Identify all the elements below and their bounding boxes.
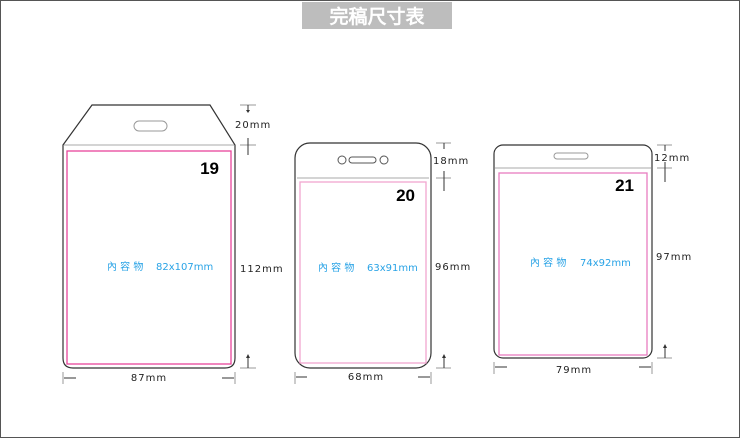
width-label: 68mm xyxy=(348,372,384,383)
holder-outline xyxy=(294,142,432,369)
badge-holder-19: 19 內 容 物 82x107mm 20mm 112mm 87mm xyxy=(62,104,284,384)
header-height-label: 18mm xyxy=(433,156,469,167)
page-title: 完稿尺寸表 xyxy=(329,5,425,28)
content-size: 82x107mm xyxy=(156,262,213,273)
dimension-arrows xyxy=(62,104,256,384)
lanyard-slot xyxy=(553,152,589,160)
body-height-label: 96mm xyxy=(435,262,471,273)
body-height-label: 97mm xyxy=(656,252,692,263)
badge-holder-20: 20 內 容 物 63x91mm 18mm 96mm 68mm xyxy=(294,142,471,384)
title-banner: 完稿尺寸表 xyxy=(302,2,452,29)
header-height-label: 12mm xyxy=(654,153,690,164)
model-number: 20 xyxy=(396,186,415,205)
holder-outline xyxy=(62,104,236,369)
lanyard-slot xyxy=(348,156,377,164)
lanyard-slot xyxy=(133,120,168,132)
content-area xyxy=(498,172,648,356)
holder-outline xyxy=(493,144,653,359)
content-label: 內 容 物 xyxy=(318,261,354,274)
hole-right xyxy=(379,155,389,165)
width-label: 79mm xyxy=(556,365,592,376)
badge-holder-21: 21 內 容 物 74x92mm 12mm 97mm 79mm xyxy=(493,144,692,376)
content-label: 內 容 物 xyxy=(530,256,566,269)
model-number: 21 xyxy=(615,176,634,195)
content-size: 74x92mm xyxy=(580,258,631,269)
header-height-label: 20mm xyxy=(235,120,271,131)
width-label: 87mm xyxy=(131,373,167,384)
dimension-arrows xyxy=(493,144,672,374)
content-area xyxy=(66,150,232,365)
content-size: 63x91mm xyxy=(367,263,418,274)
content-area xyxy=(299,181,427,364)
title-background xyxy=(302,2,452,29)
content-label: 內 容 物 xyxy=(107,260,143,273)
dimension-arrows xyxy=(294,142,451,384)
hole-left xyxy=(337,155,347,165)
model-number: 19 xyxy=(200,159,219,178)
body-height-label: 112mm xyxy=(240,264,284,275)
